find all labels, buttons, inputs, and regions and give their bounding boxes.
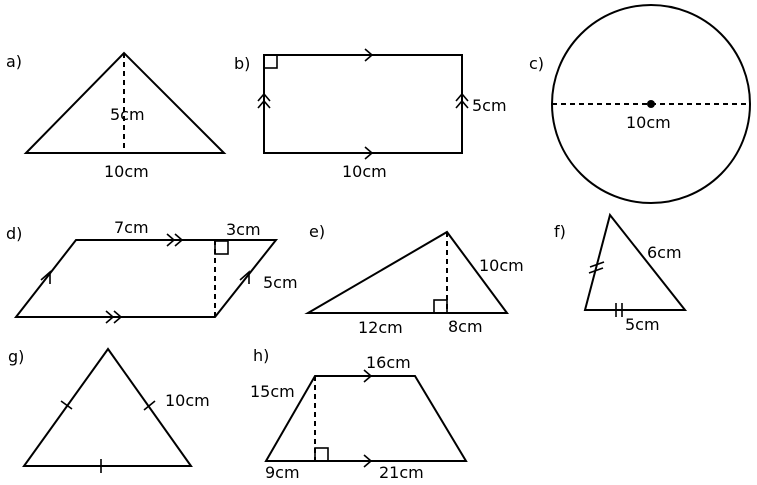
triangle-g-side-label: 10cm	[165, 391, 210, 410]
rectangle-b-base-label: 10cm	[342, 162, 387, 181]
parallelogram-d-outline	[13, 239, 279, 318]
circle-c-diameter-label: 10cm	[626, 113, 671, 132]
trapezoid-h-outline	[264, 375, 468, 462]
shape-e-triangle: e) 10cm 12cm 8cm	[304, 222, 524, 337]
triangle-e-side-label: 10cm	[479, 256, 524, 275]
parallel-arrow-mark	[40, 270, 51, 284]
parallel-arrow-mark	[239, 270, 250, 284]
circle-center-dot	[647, 100, 655, 108]
trapezoid-h-slant-label: 15cm	[250, 382, 295, 401]
triangle-e-base-right-label: 8cm	[448, 317, 483, 336]
parallel-arrow-mark	[363, 369, 373, 383]
triangle-f-outline	[583, 212, 688, 311]
parallel-double-arrow-mark	[113, 310, 123, 324]
shape-h-letter: h)	[253, 346, 269, 365]
tick-mark	[143, 400, 156, 411]
shape-d-letter: d)	[6, 224, 22, 243]
tick-mark	[589, 261, 605, 268]
parallel-double-arrow-mark	[105, 310, 115, 324]
shape-b-rectangle: b) 5cm 10cm	[234, 48, 507, 181]
triangle-g-outline	[22, 347, 193, 467]
parallel-arrow-mark	[364, 146, 374, 160]
parallel-double-arrow-mark	[166, 233, 176, 247]
parallel-arrow-mark	[363, 454, 373, 468]
trapezoid-h-top-label: 16cm	[366, 353, 411, 372]
parallelogram-d-offset-label: 3cm	[226, 220, 261, 239]
shape-c-letter: c)	[529, 54, 544, 73]
parallel-double-arrow-mark	[257, 99, 271, 109]
triangle-a-height-label: 5cm	[110, 105, 145, 124]
triangle-f-base-label: 5cm	[625, 315, 660, 334]
parallel-double-arrow-mark	[257, 92, 271, 102]
shape-c-circle: c) 10cm	[529, 4, 751, 204]
shape-a-letter: a)	[6, 52, 22, 71]
shape-h-trapezoid: h) 16cm 15cm 9cm 21cm	[250, 346, 468, 482]
tick-mark	[588, 267, 604, 274]
shape-f-letter: f)	[554, 222, 566, 241]
shape-e-letter: e)	[309, 222, 325, 241]
parallel-double-arrow-mark	[455, 92, 469, 102]
right-angle-marker	[433, 299, 448, 314]
shape-b-letter: b)	[234, 54, 250, 73]
shape-g-triangle: g) 10cm	[8, 347, 210, 473]
parallelogram-d-slant-label: 5cm	[263, 273, 298, 292]
shape-d-parallelogram: d) 7cm 3cm 5cm	[6, 218, 298, 324]
triangle-f-side-label: 6cm	[647, 243, 682, 262]
triangle-e-base-left-label: 12cm	[358, 318, 403, 337]
trapezoid-h-base-left-label: 9cm	[265, 463, 300, 482]
trapezoid-h-base-right-label: 21cm	[379, 463, 424, 482]
parallelogram-d-top-label: 7cm	[114, 218, 149, 237]
shape-f-triangle: f) 6cm 5cm	[554, 212, 688, 334]
rectangle-b-outline	[263, 54, 463, 154]
parallel-double-arrow-mark	[174, 233, 184, 247]
parallel-double-arrow-mark	[455, 99, 469, 109]
rectangle-b-side-label: 5cm	[472, 96, 507, 115]
right-angle-marker	[214, 240, 229, 255]
right-angle-marker	[263, 54, 278, 69]
right-angle-marker	[314, 447, 329, 462]
shape-g-letter: g)	[8, 347, 24, 366]
triangle-e-outline	[304, 230, 509, 314]
shape-a-triangle: a) 5cm 10cm	[6, 51, 227, 181]
parallel-arrow-mark	[364, 48, 374, 62]
tick-mark	[60, 400, 73, 410]
triangle-a-base-label: 10cm	[104, 162, 149, 181]
